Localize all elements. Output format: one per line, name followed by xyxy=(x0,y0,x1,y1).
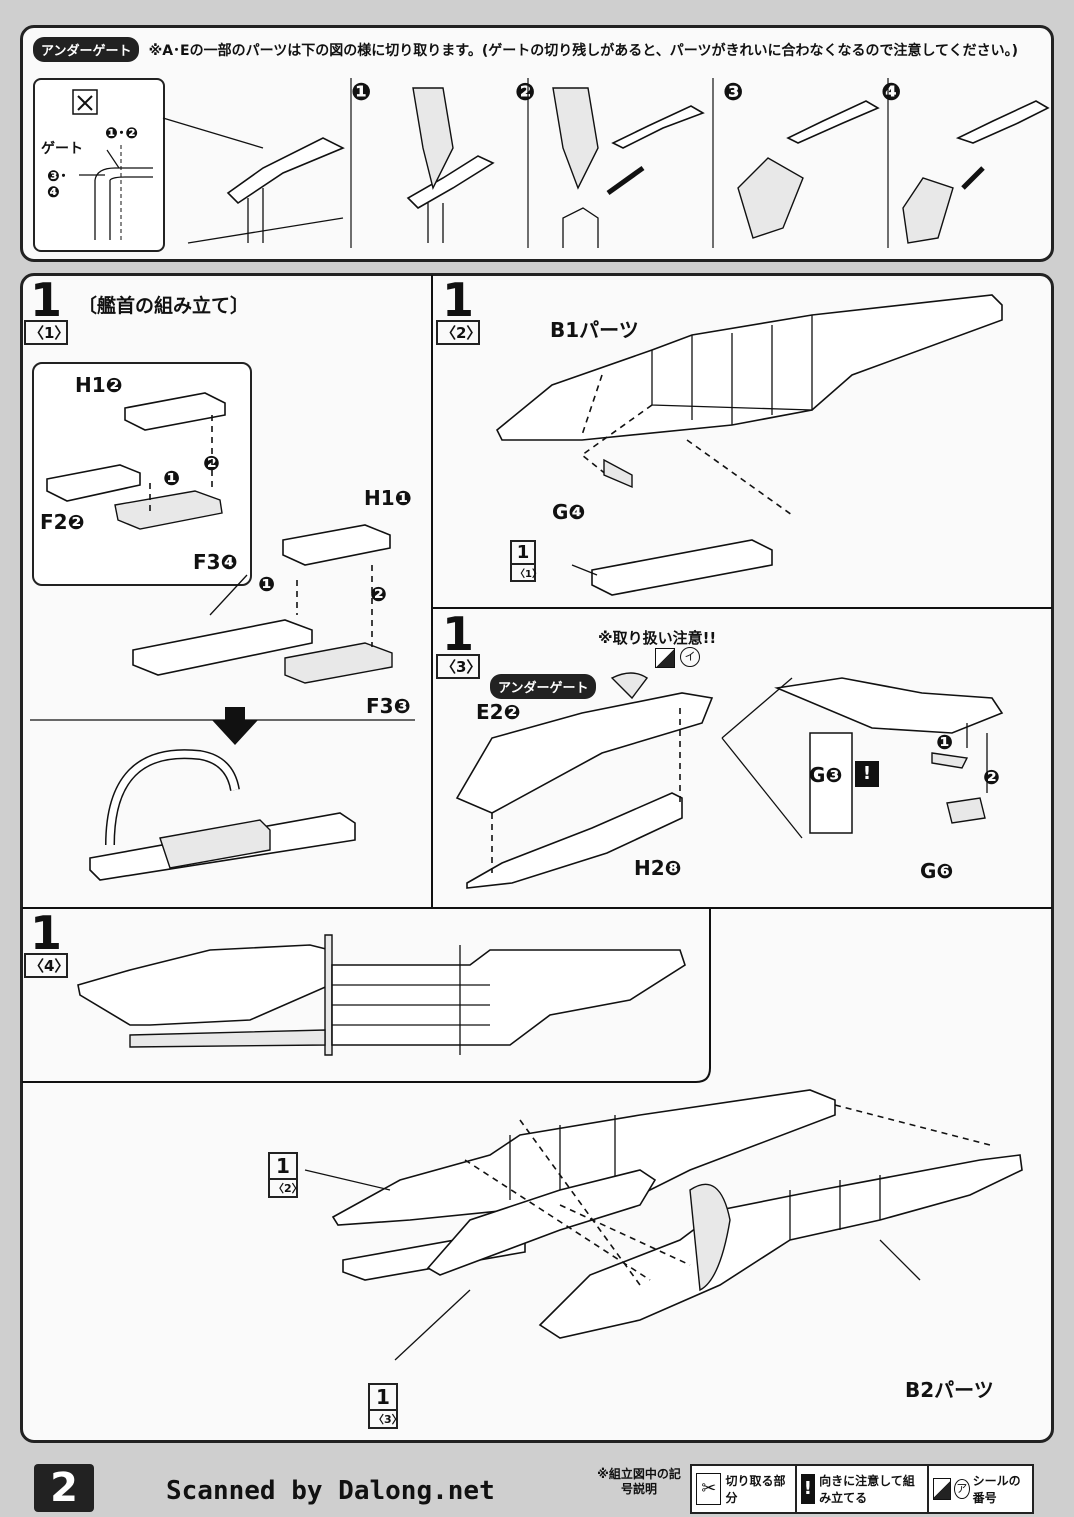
g4-label: G❹ xyxy=(552,500,586,524)
g6-label: G❻ xyxy=(920,859,954,883)
b1-parts-label: B1パーツ xyxy=(550,318,639,342)
caution-text: ※取り扱い注意!! xyxy=(598,629,717,647)
legend-sticker-text: シールの番号 xyxy=(972,1474,1021,1505)
final-ref-top: 1 〈2〉 xyxy=(268,1152,303,1198)
order-g-2: ❷ xyxy=(983,765,1000,789)
step-1-1-title: 〔艦首の組み立て〕 xyxy=(78,295,250,317)
sticker-number-symbol: ア xyxy=(953,1479,970,1499)
legend-item-cut: ✂ 切り取る部分 xyxy=(692,1466,797,1512)
step-1-2-ref-num: 1 xyxy=(510,540,536,565)
step-1-2-ref: 1 〈1〉 xyxy=(510,540,542,582)
part-h1-2: H1❷ xyxy=(75,373,123,397)
legend-item-sticker: ア シールの番号 xyxy=(929,1466,1032,1512)
final-ref-top-sub: 〈2〉 xyxy=(268,1180,303,1198)
h2-8-label: H2❽ xyxy=(634,856,682,880)
gate-detail-drawing xyxy=(72,89,153,240)
order-2a: ❷ xyxy=(203,451,220,475)
step-1-4-number: 1 〈4〉 xyxy=(24,906,69,978)
under-gate-note: ※A･Eの一部のパーツは下の図の様に切り取ります。(ゲートの切り残しがあると、パ… xyxy=(148,43,1019,59)
step-1-1-number: 1 〈1〉 xyxy=(24,273,69,345)
gate-step-4: ❹ xyxy=(881,78,902,106)
step-1-2-sub: 〈2〉 xyxy=(436,320,481,345)
caution-sticker-icon xyxy=(655,648,675,668)
g3-label: G❸ xyxy=(809,763,843,787)
order-g-1: ❶ xyxy=(936,730,953,754)
step-1-1-drawing xyxy=(46,392,393,881)
sticker-icon xyxy=(933,1478,951,1500)
step-1-3-number: 1 〈3〉 xyxy=(436,607,481,679)
gate-step-label-34: ❸･❹ xyxy=(47,167,68,201)
step-1-3-num: 1 xyxy=(441,607,474,661)
step-1-2-ref-sub: 〈1〉 xyxy=(510,565,542,582)
under-gate-badge-2: アンダーゲート xyxy=(490,674,597,699)
part-f3-4: F3❹ xyxy=(193,550,238,574)
gate-step-1: ❶ xyxy=(351,78,372,106)
final-ref-bottom-sub: 〈3〉 xyxy=(368,1411,403,1429)
footer: 2 Scanned by Dalong.net ※組立図中の記号説明 ✂ 切り取… xyxy=(0,1460,1074,1517)
under-gate-badge-2-label: アンダーゲート xyxy=(490,674,597,699)
under-gate-badge: アンダーゲート xyxy=(33,37,140,62)
e2-2-label: E2❷ xyxy=(476,700,521,724)
final-assembly-drawing xyxy=(304,1089,1023,1361)
gate-step-label-12: ❶･❷ xyxy=(105,124,138,142)
under-gate-illustrations xyxy=(162,78,1050,248)
exclamation-icon: ! xyxy=(855,761,879,787)
part-f2-2: F2❷ xyxy=(40,510,85,534)
gate-detail-box: ゲート ❶･❷ ❸･❹ xyxy=(33,78,165,252)
gate-label: ゲート xyxy=(41,141,83,157)
scanned-credit: Scanned by Dalong.net xyxy=(166,1476,495,1506)
nipper-icon: ✂ xyxy=(696,1473,722,1505)
step-1-3-sub: 〈3〉 xyxy=(436,654,481,679)
step-1-4-sub: 〈4〉 xyxy=(24,953,69,978)
step-1-3-drawing xyxy=(455,672,1004,889)
legend-item-direction: ! 向きに注意して組み立てる xyxy=(797,1466,930,1512)
step-1-1-sub: 〈1〉 xyxy=(24,320,69,345)
step-1-4-num: 1 xyxy=(29,906,62,960)
step-1-1-num: 1 xyxy=(29,273,62,327)
b2-parts-label: B2パーツ xyxy=(905,1378,994,1402)
final-ref-top-num: 1 xyxy=(268,1152,298,1180)
step-1-2-drawing xyxy=(495,294,1003,596)
step-1-4-drawing xyxy=(77,934,686,1056)
order-2b: ❷ xyxy=(370,582,387,606)
page-number: 2 xyxy=(34,1464,94,1512)
gate-step-3: ❸ xyxy=(723,78,744,106)
legend: ✂ 切り取る部分 ! 向きに注意して組み立てる ア シールの番号 xyxy=(690,1464,1034,1514)
under-gate-header: アンダーゲート ※A･Eの一部のパーツは下の図の様に切り取ります。(ゲートの切り… xyxy=(33,37,1018,62)
order-1b: ❶ xyxy=(258,572,275,596)
part-h1-1: H1❶ xyxy=(364,486,412,510)
final-ref-bottom-num: 1 xyxy=(368,1383,398,1411)
step-1-2-num: 1 xyxy=(441,273,474,327)
legend-direction-text: 向きに注意して組み立てる xyxy=(819,1474,915,1505)
exclamation-icon-legend: ! xyxy=(800,1474,816,1504)
step-1-2-number: 1 〈2〉 xyxy=(436,273,481,345)
final-ref-bottom: 1 〈3〉 xyxy=(368,1383,403,1429)
under-gate-panel: アンダーゲート ※A･Eの一部のパーツは下の図の様に切り取ります。(ゲートの切り… xyxy=(20,25,1054,262)
legend-title: ※組立図中の記号説明 xyxy=(597,1467,681,1496)
order-1a: ❶ xyxy=(163,466,180,490)
legend-cut-text: 切り取る部分 xyxy=(725,1474,786,1505)
caution-symbol: イ xyxy=(680,647,700,667)
gate-step-2: ❷ xyxy=(515,78,536,106)
part-f3-3: F3❸ xyxy=(366,694,411,718)
